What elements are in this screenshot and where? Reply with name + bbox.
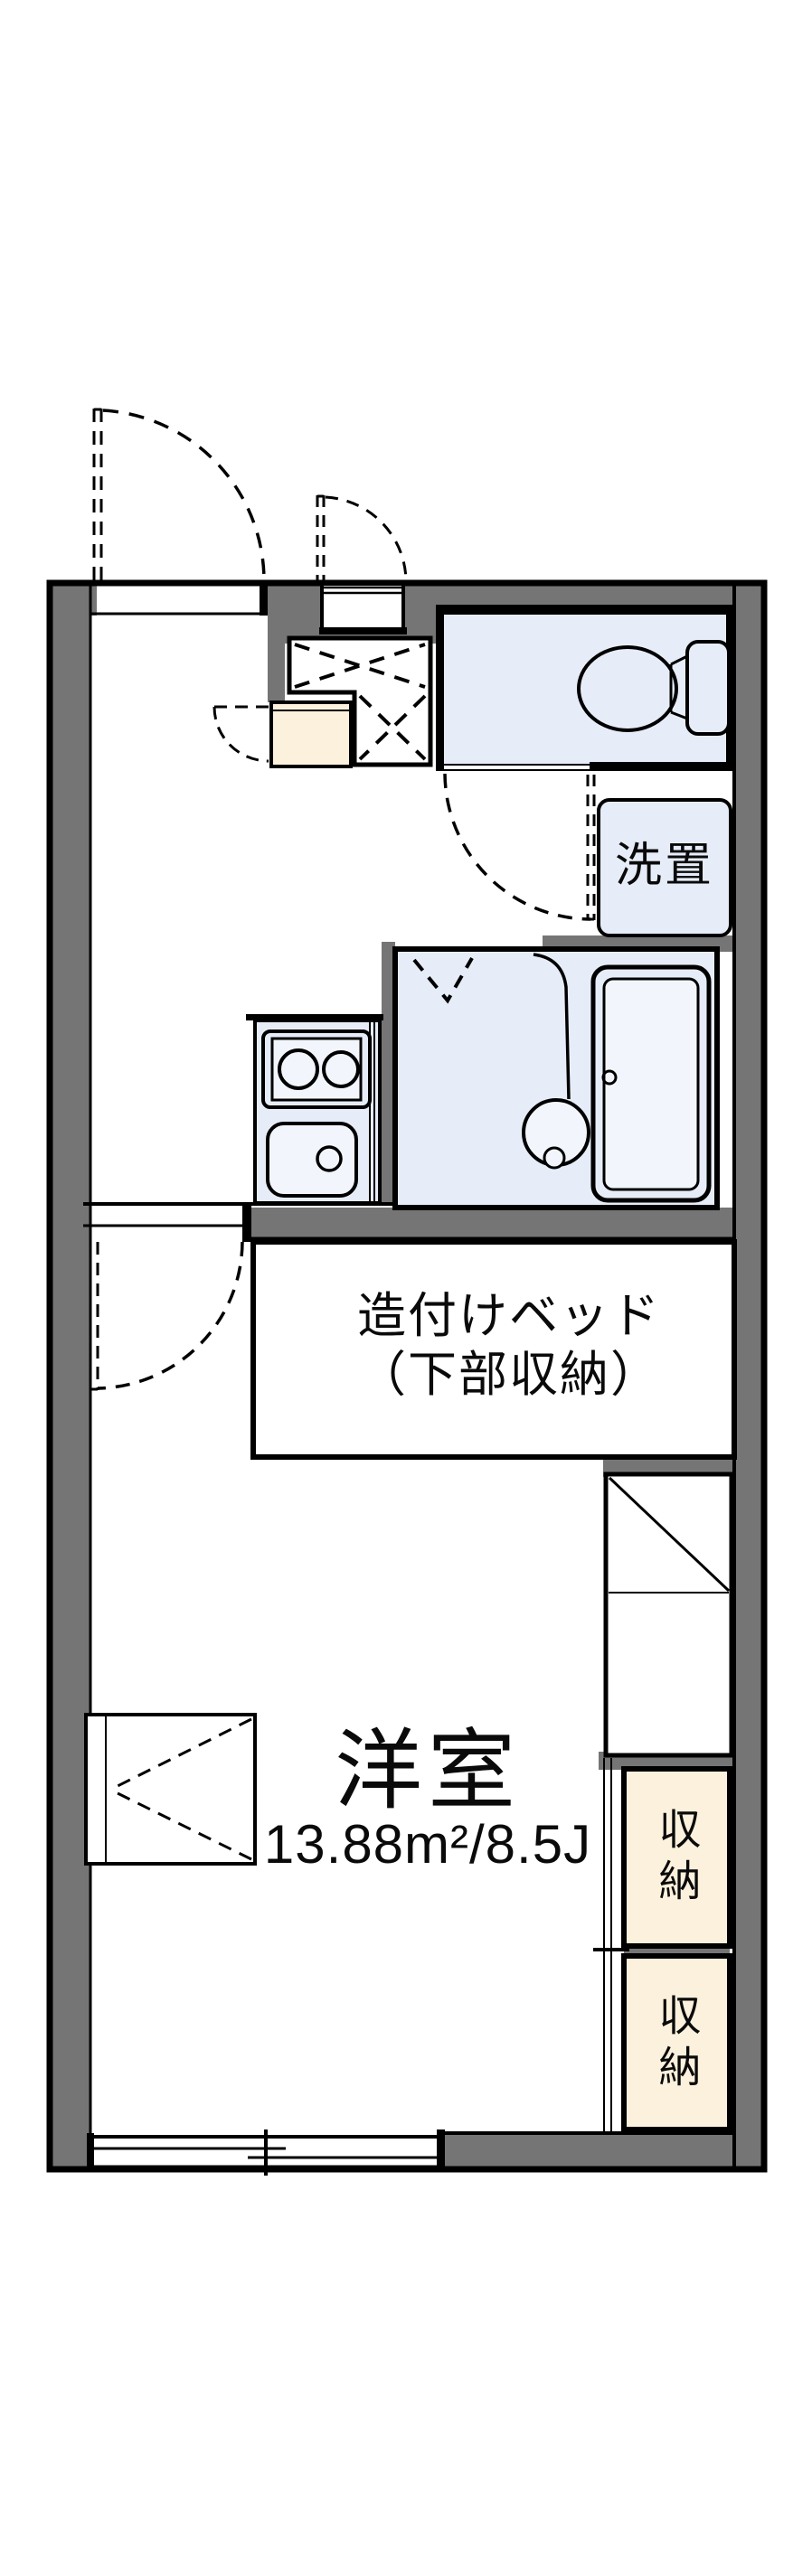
stove-burner-left	[278, 1048, 319, 1090]
washer-space-box	[597, 798, 732, 937]
kitchen-counter-edge	[246, 1014, 383, 1020]
bed-label-line1: 造付けベッド	[357, 1289, 661, 1343]
doorway-jamb	[242, 1202, 251, 1242]
cabinet-box	[603, 1471, 734, 1758]
built-in-bed-area	[250, 1239, 737, 1460]
room-area-label: 13.88m²/8.5J	[263, 1814, 592, 1875]
side-window-frame	[84, 1713, 257, 1866]
bed-label-line2: （下部収納）	[357, 1348, 661, 1402]
bathtub-drain	[601, 1069, 618, 1086]
bathtub-inner	[602, 977, 700, 1191]
trunk-recess-bottom	[319, 627, 407, 635]
bottom-wall	[440, 2133, 764, 2169]
sink-drain	[316, 1145, 343, 1172]
entrance-area	[90, 583, 433, 768]
top-wall-right	[432, 585, 736, 608]
kitchen-bath-wall-strip	[382, 942, 395, 1206]
storage-lower-label: 収納	[652, 1993, 701, 2096]
side-window-box	[84, 1713, 257, 1866]
right-wall	[734, 583, 764, 2169]
bathroom	[392, 946, 720, 1210]
entrance-closet	[287, 635, 433, 767]
kitchen-sink	[266, 1122, 358, 1198]
bottom-window	[87, 2129, 445, 2176]
entrance-wall-strip	[268, 638, 285, 702]
entrance-wall-b	[401, 586, 436, 644]
hall-bed-wall-band	[246, 1208, 764, 1242]
trunk-door-arc	[325, 495, 408, 581]
top-left-corner-wall	[50, 583, 97, 616]
trunk-door	[316, 494, 408, 581]
toilet-door	[443, 773, 596, 921]
storage-sliding-doors	[593, 1758, 629, 2133]
walls	[50, 583, 764, 2169]
interior-door-arc	[97, 1241, 244, 1390]
left-wall	[50, 583, 90, 2169]
shoe-cabinet	[269, 700, 353, 768]
entrance-wall-a	[268, 586, 324, 644]
cabinet-column	[603, 1471, 734, 1758]
shoe-cabinet-door-swing	[212, 705, 269, 763]
toilet-room	[436, 605, 734, 921]
bathroom-drain-small	[543, 1146, 566, 1170]
stove-burner-right	[322, 1050, 360, 1088]
bathroom-folding-door	[412, 957, 474, 1004]
cabinet-diagonal	[608, 1476, 731, 1593]
entrance-door-arc	[102, 409, 266, 583]
interior-door	[89, 1241, 244, 1391]
bathroom-divider-line	[533, 953, 571, 1100]
storage-lower-box	[621, 1953, 732, 2132]
entrance-door	[92, 408, 266, 583]
storage-closets	[593, 1758, 732, 2133]
toilet-fixture	[577, 640, 731, 736]
storage-upper-box	[621, 1766, 732, 1949]
closet-x-marks	[294, 643, 427, 761]
toilet-door-arc	[443, 773, 591, 921]
storage-upper-label: 収納	[652, 1807, 701, 1910]
room-name-label: 洋室	[335, 1721, 521, 1820]
entrance-jamb	[260, 583, 268, 616]
washer-space-label: 洗置	[614, 840, 715, 892]
kitchen	[246, 1014, 383, 1205]
side-window-swing-marks	[111, 1717, 252, 1861]
